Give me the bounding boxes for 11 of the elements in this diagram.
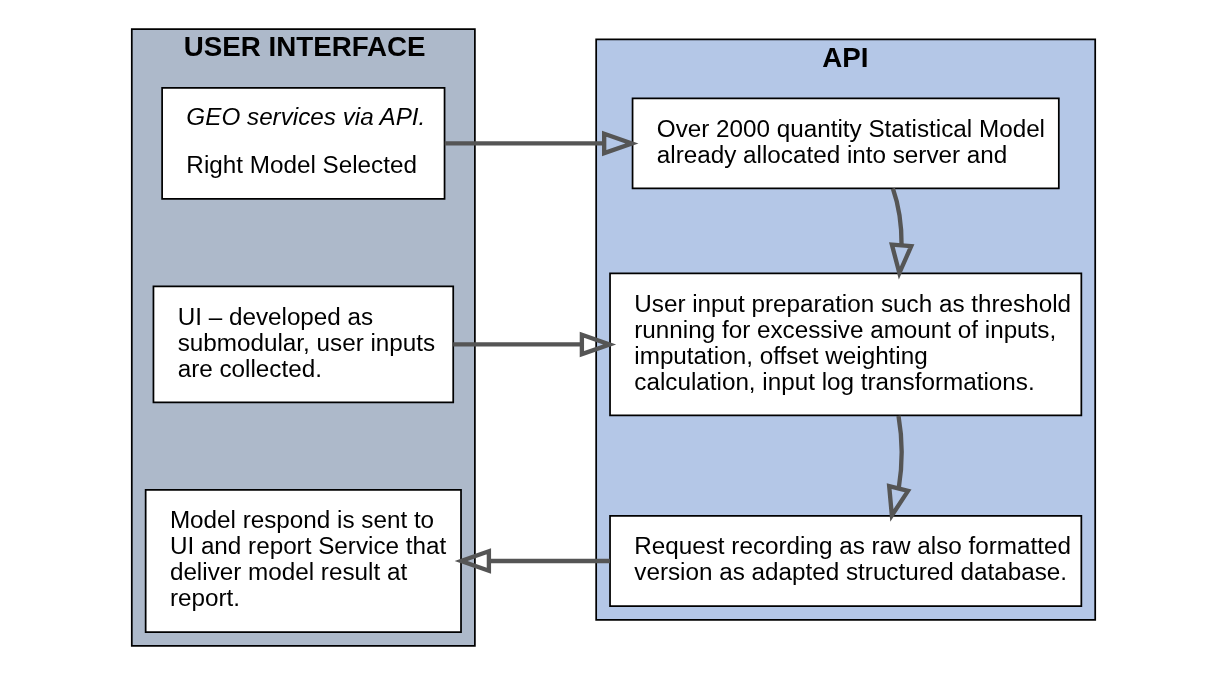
arrow	[444, 130, 639, 157]
node-box: Model respond is sent to UI and report Service that deliver model result at report.	[144, 489, 462, 633]
node-box: UI – developed as submodular, user inputs are collected.	[152, 285, 455, 404]
arrow	[453, 331, 617, 358]
node-box: Request recording as raw also formatted version as adapted structured database.	[609, 515, 1083, 607]
node-box: Over 2000 quantity Statistical Model already allocated into server and	[631, 97, 1060, 190]
node-box: User input preparation such as threshold running for excessive amount of inputs, imputation, offset weighting calculation, input log transformations.	[609, 272, 1083, 417]
node-box: GEO services via API. Right Model Selected	[161, 87, 446, 200]
arrow	[889, 187, 915, 280]
arrow	[454, 548, 610, 574]
arrow	[886, 415, 912, 522]
